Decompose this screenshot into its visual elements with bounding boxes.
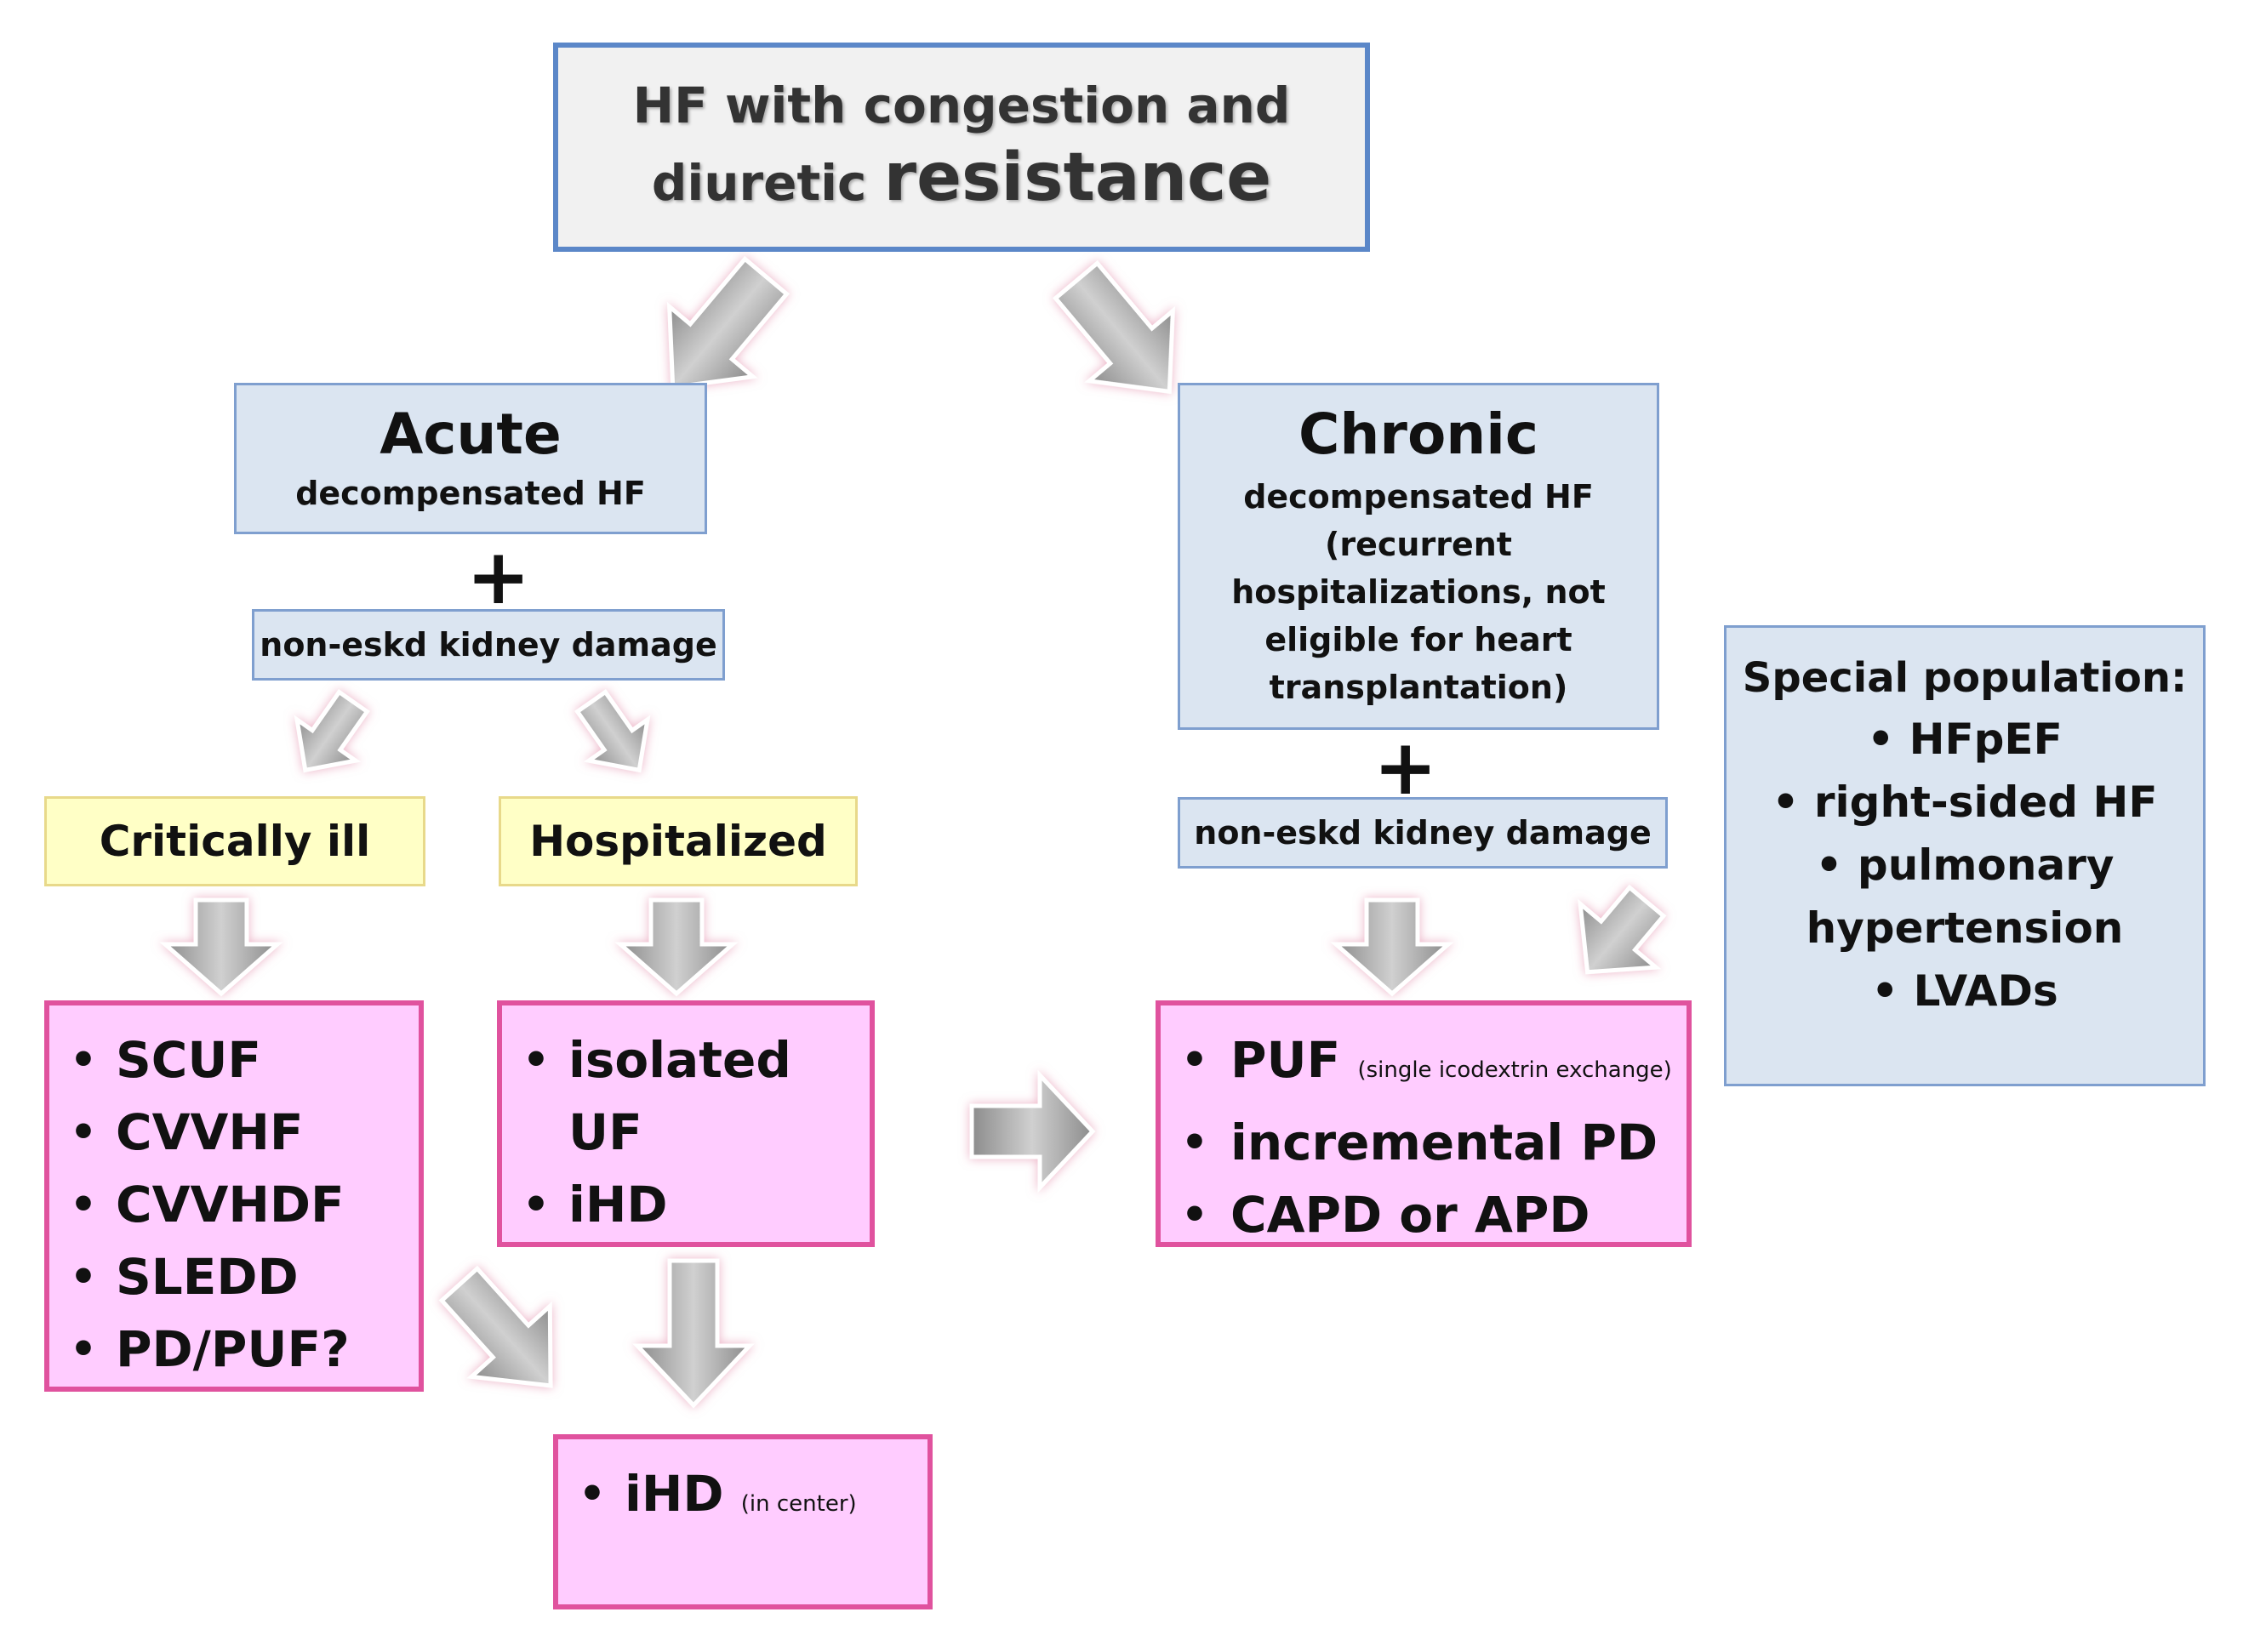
option-item: PUF (single icodextrin exchange) xyxy=(1161,1024,1687,1107)
hospitalized-options: isolated UF iHD xyxy=(497,1000,875,1247)
arrow-to-hospitalized xyxy=(574,689,651,773)
special-item: • LVADs xyxy=(1871,966,2058,1016)
arrow-hospitalized-to-ihd xyxy=(632,1258,755,1409)
root-node: HF with congestion and diuretic resistan… xyxy=(553,43,1370,252)
chronic-subtitle-line: hospitalizations, not xyxy=(1231,573,1606,611)
option-main: iHD xyxy=(625,1465,724,1523)
special-item: • right-sided HF xyxy=(1772,778,2158,827)
root-line2-b: resistance xyxy=(883,139,1272,216)
option-main: CAPD or APD xyxy=(1230,1186,1590,1244)
root-line2: diuretic resistance xyxy=(652,137,1271,220)
chronic-node: Chronic decompensated HF (recurrent hosp… xyxy=(1178,383,1659,730)
chronic-title: Chronic xyxy=(1298,402,1539,467)
hospitalized-node: Hospitalized xyxy=(499,796,858,886)
option-item: iHD xyxy=(502,1169,870,1241)
chronic-subtitle-line: transplantation) xyxy=(1269,668,1568,706)
acute-node: Acute decompensated HF xyxy=(234,383,707,534)
special-title: Special population: xyxy=(1742,654,2188,702)
option-item: iHD (in center) xyxy=(558,1458,927,1541)
option-note: (single icodextrin exchange) xyxy=(1357,1057,1672,1083)
option-item: isolated UF xyxy=(502,1024,870,1169)
chronic-subtitle: decompensated HF (recurrent hospitalizat… xyxy=(1180,473,1657,711)
ihd-center-node: iHD (in center) xyxy=(553,1434,933,1609)
option-item: CVVHDF xyxy=(49,1169,419,1241)
acute-title: Acute xyxy=(380,402,562,467)
arrow-hospitalized-down xyxy=(614,897,739,997)
arrow-root-to-acute xyxy=(666,255,790,390)
special-population-node: Special population: • HFpEF • right-side… xyxy=(1724,625,2206,1086)
arrow-to-critically-ill xyxy=(294,689,370,773)
chronic-subtitle-line: decompensated HF xyxy=(1243,477,1594,516)
option-main: PUF xyxy=(1230,1031,1341,1089)
option-note: (in center) xyxy=(740,1491,857,1517)
option-item: CVVHF xyxy=(49,1097,419,1169)
chronic-kidney-damage: non-eskd kidney damage xyxy=(1178,797,1668,869)
critically-ill-options: SCUF CVVHF CVVHDF SLEDD PD/PUF? xyxy=(44,1000,424,1392)
arrow-special-to-chronic xyxy=(1578,884,1667,975)
option-item: incremental PD xyxy=(1161,1107,1687,1179)
chronic-subtitle-line: (recurrent xyxy=(1325,525,1512,563)
special-item-continued: hypertension xyxy=(1806,903,2124,953)
acute-subtitle: decompensated HF xyxy=(295,474,646,512)
arrow-hospitalized-to-chronic xyxy=(969,1069,1096,1193)
plus-acute: + xyxy=(466,533,531,622)
special-item: • pulmonary xyxy=(1815,840,2115,890)
chronic-options: PUF (single icodextrin exchange) increme… xyxy=(1156,1000,1692,1251)
chronic-subtitle-line: eligible for heart xyxy=(1264,620,1572,658)
special-item-text: pulmonary xyxy=(1857,840,2115,890)
acute-kidney-damage: non-eskd kidney damage xyxy=(252,609,725,681)
option-item: SLEDD xyxy=(49,1241,419,1313)
root-line2-a: diuretic xyxy=(651,153,867,212)
arrow-critical-to-ihd xyxy=(438,1265,553,1388)
arrow-root-to-chronic xyxy=(1052,259,1176,395)
root-line1: HF with congestion and xyxy=(632,77,1291,134)
plus-chronic: + xyxy=(1373,723,1438,812)
special-item: • HFpEF xyxy=(1867,715,2063,764)
arrow-chronic-down xyxy=(1330,897,1454,997)
option-item: PD/PUF? xyxy=(49,1313,419,1386)
special-item-text: right-sided HF xyxy=(1813,778,2158,827)
critically-ill-node: Critically ill xyxy=(44,796,425,886)
option-main: incremental PD xyxy=(1230,1114,1658,1171)
special-item-text: LVADs xyxy=(1913,966,2058,1016)
option-item: SCUF xyxy=(49,1024,419,1097)
option-item: CAPD or APD xyxy=(1161,1179,1687,1251)
special-item-text: HFpEF xyxy=(1909,715,2063,764)
arrow-critically-ill-down xyxy=(159,897,283,997)
